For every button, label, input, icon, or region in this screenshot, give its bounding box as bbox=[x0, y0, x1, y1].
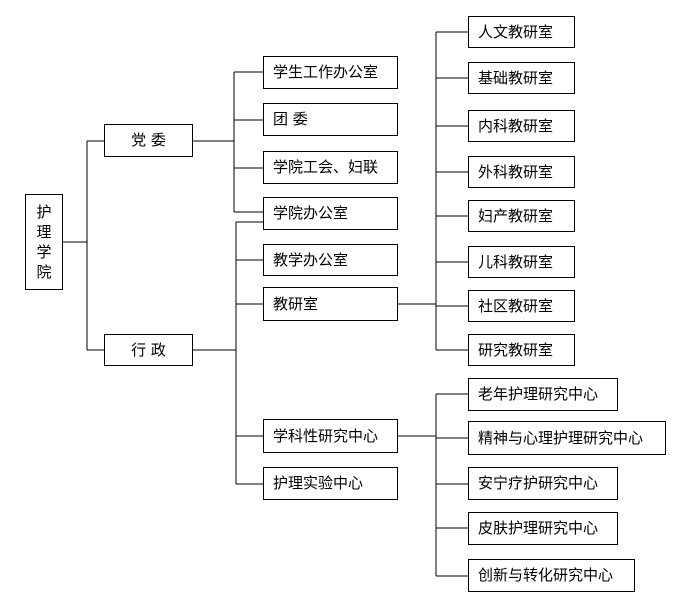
unit-youth-league: 团 委 bbox=[263, 103, 398, 136]
unit-union-womens-federation: 学院工会、妇联 bbox=[263, 151, 398, 184]
section-surgery: 外科教研室 bbox=[468, 156, 575, 188]
unit-college-office: 学院办公室 bbox=[263, 197, 398, 230]
section-internal-medicine: 内科教研室 bbox=[468, 110, 575, 142]
center-skin-care: 皮肤护理研究中心 bbox=[468, 512, 618, 545]
center-mental-psych-nursing: 精神与心理护理研究中心 bbox=[468, 421, 666, 455]
root-node-nursing-school: 护 理 学 院 bbox=[25, 194, 63, 290]
root-char: 理 bbox=[36, 223, 52, 241]
root-char: 学 bbox=[36, 243, 52, 261]
unit-nursing-lab-center: 护理实验中心 bbox=[263, 467, 398, 500]
section-community: 社区教研室 bbox=[468, 290, 575, 322]
section-humanities: 人文教研室 bbox=[468, 16, 575, 48]
section-basic: 基础教研室 bbox=[468, 62, 575, 94]
unit-student-affairs-office: 学生工作办公室 bbox=[263, 56, 398, 89]
center-geriatric-nursing: 老年护理研究中心 bbox=[468, 378, 618, 411]
section-obstetrics: 妇产教研室 bbox=[468, 200, 575, 232]
branch-administration: 行 政 bbox=[104, 334, 193, 366]
root-char: 护 bbox=[36, 203, 52, 221]
section-research: 研究教研室 bbox=[468, 334, 575, 366]
center-innovation-translation: 创新与转化研究中心 bbox=[468, 559, 635, 592]
section-pediatrics: 儿科教研室 bbox=[468, 246, 575, 278]
unit-teaching-research: 教研室 bbox=[263, 287, 398, 321]
root-char: 院 bbox=[36, 263, 52, 281]
branch-party-committee: 党 委 bbox=[104, 124, 193, 157]
center-hospice-care: 安宁疗护研究中心 bbox=[468, 467, 618, 500]
unit-teaching-office: 教学办公室 bbox=[263, 244, 398, 276]
unit-disciplinary-research-center: 学科性研究中心 bbox=[263, 419, 398, 453]
